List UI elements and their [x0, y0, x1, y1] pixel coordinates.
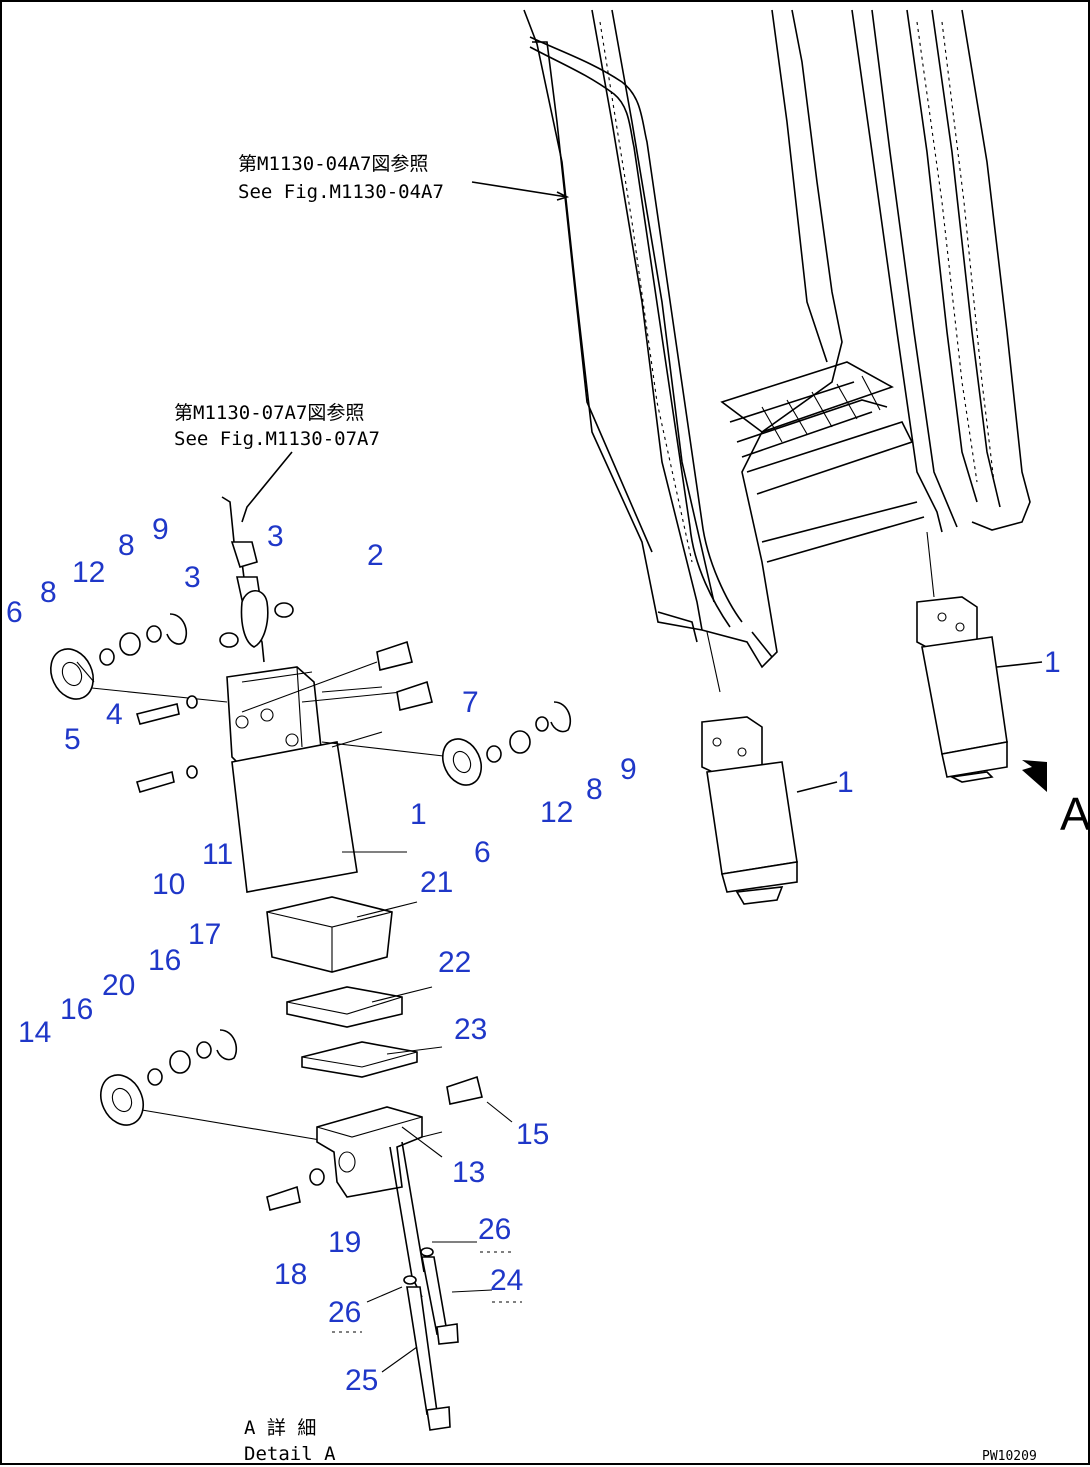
callout-1: 1: [1044, 646, 1061, 679]
view-letter-a: A: [1060, 788, 1090, 840]
callout-18: 18: [274, 1258, 307, 1291]
callout-22: 22: [438, 946, 471, 979]
lower-exploded: [100, 1029, 522, 1431]
callout-26: 26: [328, 1296, 361, 1329]
callout-1: 1: [837, 766, 854, 799]
detail-jp: A 詳 細: [244, 1417, 316, 1439]
callout-15: 15: [516, 1118, 549, 1151]
ref-top-en: See Fig.M1130-04A7: [238, 181, 444, 203]
callout-8: 8: [40, 576, 57, 609]
callout-14: 14: [18, 1016, 51, 1049]
pad-stack: [266, 896, 443, 1078]
detail-en: Detail A: [244, 1443, 336, 1465]
callout-2: 2: [367, 539, 384, 572]
callout-11: 11: [202, 838, 233, 871]
callout-25: 25: [345, 1364, 378, 1397]
callout-3: 3: [267, 520, 284, 553]
callout-7: 7: [462, 686, 479, 719]
ref-top-jp: 第M1130-04A7図参照: [238, 153, 428, 175]
cylinder-right-lower: [701, 631, 798, 905]
callout-16: 16: [60, 993, 93, 1026]
view-arrow-a: [1022, 760, 1047, 792]
callout-13: 13: [452, 1156, 485, 1189]
callout-16: 16: [148, 944, 181, 977]
callout-9: 9: [152, 513, 169, 546]
callout-26: 26: [478, 1213, 511, 1246]
ref-mid-en: See Fig.M1130-07A7: [174, 428, 380, 450]
callout-23: 23: [454, 1013, 487, 1046]
callout-10: 10: [152, 868, 185, 901]
leader-top-ref: [471, 181, 568, 198]
callout-8: 8: [118, 529, 135, 562]
callout-24: 24: [490, 1264, 523, 1297]
ref-mid-jp: 第M1130-07A7図参照: [174, 402, 364, 424]
callout-12: 12: [540, 796, 573, 829]
drawing-code: PW10209: [982, 1449, 1037, 1464]
leader-1a: [996, 661, 1043, 668]
callout-17: 17: [188, 918, 221, 951]
cylinder-right-upper: [916, 531, 1008, 783]
callout-1: 1: [410, 798, 427, 831]
leader-top-arrow: [556, 191, 570, 201]
callout-12: 12: [72, 556, 105, 589]
callout-9: 9: [620, 753, 637, 786]
callout-3: 3: [184, 561, 201, 594]
callout-6: 6: [6, 596, 23, 629]
callout-5: 5: [64, 723, 81, 756]
callout-21: 21: [420, 866, 453, 899]
leader-1b: [796, 781, 838, 793]
ladder-assembly: [523, 9, 1031, 669]
callout-6: 6: [474, 836, 491, 869]
callout-8: 8: [586, 773, 603, 806]
upper-exploded: [50, 451, 572, 893]
callout-4: 4: [106, 698, 123, 731]
callout-20: 20: [102, 969, 135, 1002]
callout-19: 19: [328, 1226, 361, 1259]
